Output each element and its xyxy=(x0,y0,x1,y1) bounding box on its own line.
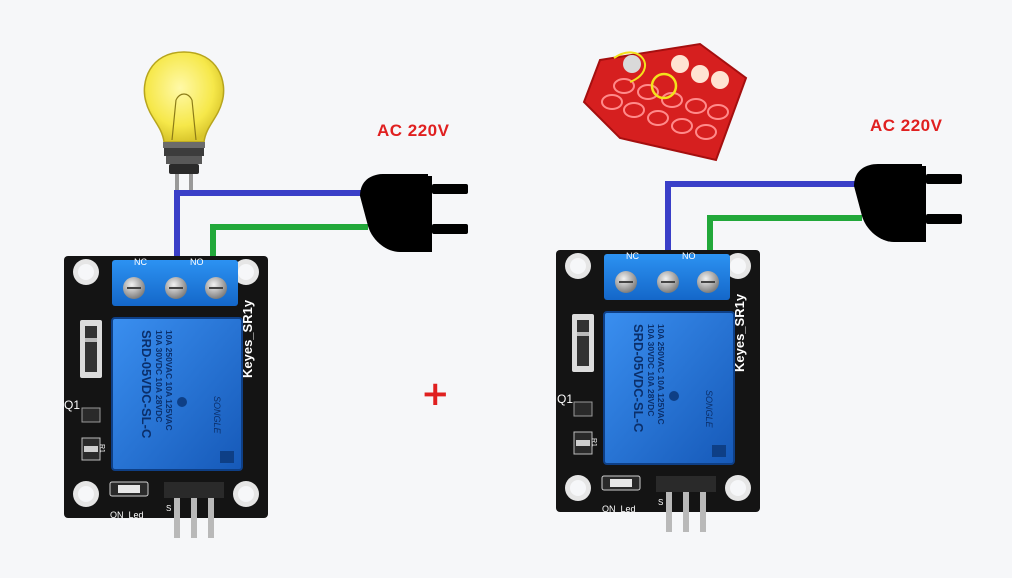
relay-rating-text: 10A 250VAC 10A 125VAC xyxy=(656,324,666,425)
transistor-label: Q1 xyxy=(557,392,573,406)
module-name-label: Keyes_SR1y xyxy=(732,293,747,372)
pin-marker: S xyxy=(658,498,663,507)
right-circuit xyxy=(555,42,962,533)
left-relay-text: NC NO SRD-05VDC-SL-C 10A 30VDC 10A 28VDC… xyxy=(64,257,255,520)
right-relay-text: NC NO SRD-05VDC-SL-C 10A 30VDC 10A 28VDC… xyxy=(557,251,747,514)
relay-model-text: SRD-05VDC-SL-C xyxy=(631,324,646,433)
relay-rating-text: 10A 250VAC 10A 125VAC xyxy=(164,330,174,431)
ac-plug-icon xyxy=(360,174,468,252)
relay-rating-text: 10A 30VDC 10A 28VDC xyxy=(154,330,164,422)
terminal-label-no: NO xyxy=(190,257,204,267)
light-bulb-icon xyxy=(143,51,225,190)
ac-voltage-label-left: AC 220V xyxy=(377,121,450,140)
brand-label: SONGLE xyxy=(704,390,714,429)
ac-plug-icon xyxy=(854,164,962,242)
resistor-label: R1 xyxy=(590,438,597,447)
led-label: ON_Led xyxy=(110,510,144,520)
ac-voltage-label-right: AC 220V xyxy=(870,116,943,135)
egg-incubator-tray-icon xyxy=(582,42,748,162)
led-label: ON_Led xyxy=(602,504,636,514)
relay-rating-text: 10A 30VDC 10A 28VDC xyxy=(646,324,656,416)
relay-model-text: SRD-05VDC-SL-C xyxy=(139,330,154,439)
terminal-label-no: NO xyxy=(682,251,696,261)
transistor-label: Q1 xyxy=(64,398,80,412)
brand-label: SONGLE xyxy=(212,396,222,435)
module-name-label: Keyes_SR1y xyxy=(240,299,255,378)
terminal-label-nc: NC xyxy=(134,257,147,267)
left-circuit xyxy=(63,51,468,539)
plus-sign: + xyxy=(421,374,450,414)
resistor-label: R1 xyxy=(98,444,105,453)
blue-wire xyxy=(174,190,368,287)
terminal-label-nc: NC xyxy=(626,251,639,261)
pin-marker: S xyxy=(166,504,171,513)
